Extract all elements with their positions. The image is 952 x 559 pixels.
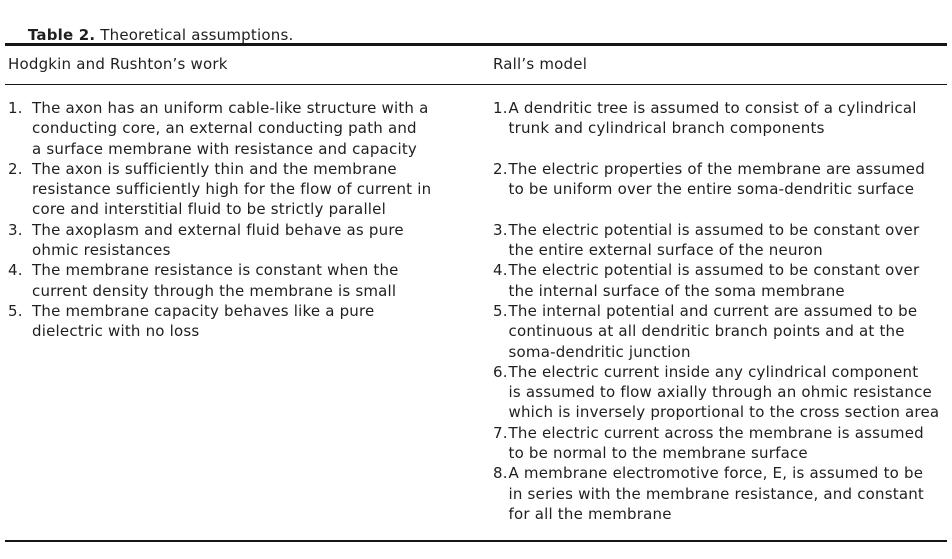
item-number: 3. bbox=[8, 220, 23, 239]
assumption-item: 1. A dendritic tree is assumed to consis… bbox=[493, 98, 949, 139]
assumption-item: 6. The electric current inside any cylin… bbox=[493, 362, 949, 423]
assumption-item: 2. The electric properties of the membra… bbox=[493, 159, 949, 200]
item-number: 4. bbox=[8, 261, 23, 280]
item-text: The axoplasm and external fluid behave a… bbox=[32, 220, 404, 260]
item-text: The membrane resistance is constant when… bbox=[32, 261, 399, 300]
column-header-rall: Rall’s model bbox=[493, 55, 588, 73]
item-number: 2. bbox=[493, 159, 508, 178]
assumption-item: 4. The electric potential is assumed to … bbox=[493, 260, 949, 301]
item-text: The electric current inside any cylindri… bbox=[508, 362, 940, 422]
table-caption: Table 2. Theoretical assumptions. bbox=[8, 8, 293, 62]
item-text: The electric potential is assumed to be … bbox=[508, 220, 920, 260]
assumption-item: 3. The axoplasm and external fluid behav… bbox=[8, 220, 474, 261]
assumption-item: 2. The axon is sufficiently thin and the… bbox=[8, 159, 474, 220]
assumption-item: 1. The axon has an uniform cable-like st… bbox=[8, 98, 474, 159]
item-text: A membrane electromotive force, E, is as… bbox=[508, 464, 924, 523]
item-text: The axon has an uniform cable-like struc… bbox=[32, 99, 429, 158]
item-text: The internal potential and current are a… bbox=[508, 301, 918, 361]
assumption-item: 8. A membrane electromotive force, E, is… bbox=[493, 463, 949, 524]
item-number: 6. bbox=[493, 362, 508, 381]
assumption-item: 5. The membrane capacity behaves like a … bbox=[8, 301, 474, 342]
assumption-item: 7. The electric current across the membr… bbox=[493, 423, 949, 464]
column-header-hodgkin: Hodgkin and Rushton’s work bbox=[8, 55, 228, 73]
assumption-item: 5. The internal potential and current ar… bbox=[493, 301, 949, 362]
item-text: The axon is sufficiently thin and the me… bbox=[32, 159, 432, 219]
table-caption-label: Table 2. bbox=[27, 26, 96, 44]
rall-model-column: 1. A dendritic tree is assumed to consis… bbox=[493, 98, 949, 524]
item-number: 3. bbox=[493, 220, 508, 239]
assumption-item: 3. The electric potential is assumed to … bbox=[493, 220, 949, 261]
hodgkin-rushton-column: 1. The axon has an uniform cable-like st… bbox=[8, 98, 474, 342]
item-number: 5. bbox=[493, 301, 508, 320]
item-number: 2. bbox=[8, 159, 23, 178]
bottom-rule bbox=[5, 539, 947, 543]
top-rule bbox=[5, 43, 947, 46]
item-text: The electric current across the membrane… bbox=[508, 423, 924, 463]
item-text: The membrane capacity behaves like a pur… bbox=[32, 301, 375, 341]
item-text: The electric potential is assumed to be … bbox=[508, 261, 920, 300]
item-text: A dendritic tree is assumed to consist o… bbox=[508, 99, 917, 138]
table-caption-text: Theoretical assumptions. bbox=[95, 26, 294, 44]
item-number: 5. bbox=[8, 301, 23, 320]
item-number: 1. bbox=[8, 99, 23, 117]
assumption-item: 4. The membrane resistance is constant w… bbox=[8, 260, 474, 301]
item-number: 8. bbox=[493, 464, 508, 483]
item-number: 7. bbox=[493, 423, 508, 442]
item-number: 1. bbox=[493, 99, 508, 117]
header-rule bbox=[5, 83, 947, 85]
item-number: 4. bbox=[493, 261, 508, 280]
item-text: The electric properties of the membrane … bbox=[508, 159, 925, 199]
